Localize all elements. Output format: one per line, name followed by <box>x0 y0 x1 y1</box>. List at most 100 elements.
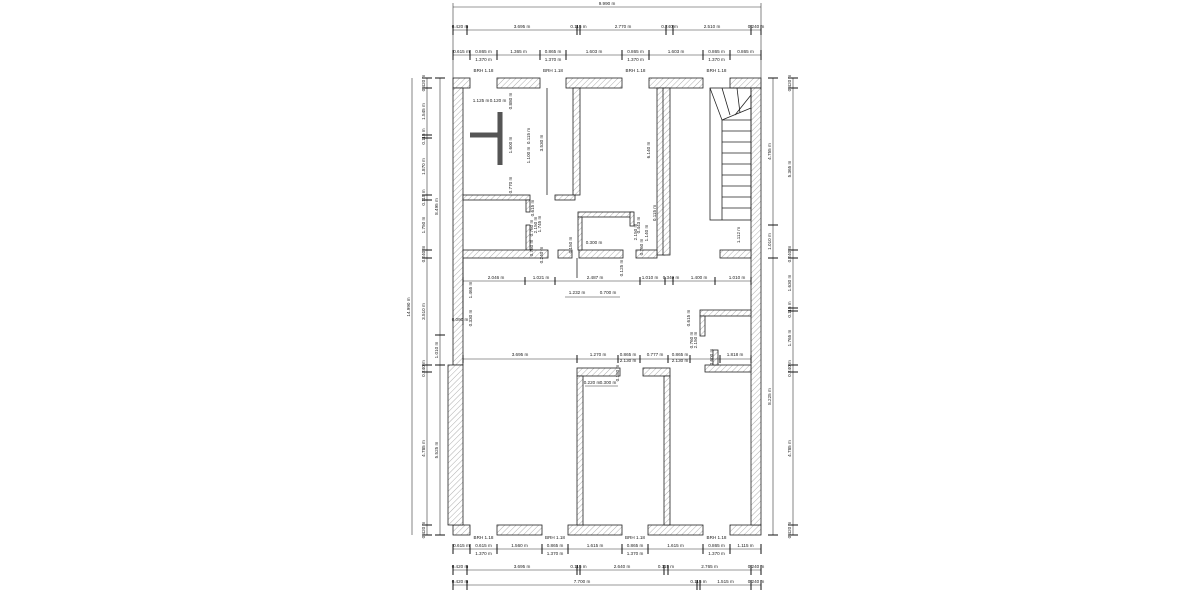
bottom-row1-label: 0.615 m <box>453 543 470 548</box>
interior-dimension-label: 1.010 m <box>642 275 659 280</box>
right-col2-label: 1.765 m <box>787 330 792 347</box>
staircase <box>709 87 752 221</box>
top-row1-label: 2.510 m <box>704 24 721 29</box>
wall <box>565 77 623 89</box>
wall <box>578 249 624 259</box>
bottom-row3-label: 7.700 m <box>574 579 591 584</box>
wall <box>750 87 762 526</box>
overall-width-label: 9.990 m <box>599 1 616 6</box>
sill-height-label: BRH 1.18 <box>543 68 563 73</box>
interior-dimension-label: 3.695 m <box>512 352 529 357</box>
interior-dimension-label: 1.112 m <box>736 227 741 243</box>
left-col2-label: 5.525 m <box>434 442 439 459</box>
interior-dimension-label: 1.818 m <box>727 352 744 357</box>
interior-dimension-label: 2.150 m <box>533 217 538 234</box>
wall <box>557 249 573 259</box>
right-col2-label: 1.630 m <box>787 275 792 292</box>
bottom-row1-label: 0.865 m <box>627 543 644 548</box>
top-row2-label: 0.865 m <box>475 49 492 54</box>
interior-dimension-label: 0.760 m <box>639 239 644 256</box>
wall <box>663 375 671 526</box>
stair-winder <box>734 94 752 116</box>
wall <box>577 216 583 251</box>
interior-dimension-label: 0.115 m <box>526 128 531 144</box>
left-col1-label: 0.420 m <box>421 75 426 92</box>
top-row2-label: 1.603 m <box>586 49 603 54</box>
wall <box>496 77 541 89</box>
bottom-row1-label: 1.560 m <box>511 543 528 548</box>
interior-dimension-label: 1.465 m <box>468 282 473 299</box>
interior-dimension-label: 1.100 m <box>526 147 531 164</box>
right-col2-label: 0.240 m <box>787 360 792 377</box>
bottom-row2-label: 3.695 m <box>514 564 531 569</box>
stair-winder <box>721 87 731 116</box>
interior-dimension-label: 1.270 m <box>590 352 607 357</box>
overall-height-label: 14.990 m <box>406 297 411 316</box>
wall <box>647 524 704 536</box>
interior-dimension-label: 0.300 m <box>586 240 603 245</box>
wall <box>719 249 752 259</box>
interior-dimension-label: 0.777 m <box>647 352 664 357</box>
right-col2-label: 0.420 m <box>787 75 792 92</box>
bottom-row3-label: 0.420 m <box>452 579 469 584</box>
interior-dimension-label: 0.115 m <box>652 205 657 221</box>
right-col1-label: 4.755 m <box>767 143 772 160</box>
interior-dimension-label: 1.232 m <box>569 290 586 295</box>
right-col2-label: 0.240 m <box>787 246 792 263</box>
interior-dimension-label: 1.745 m <box>537 216 542 233</box>
interior-dimension-label: 0.615 m <box>530 200 535 217</box>
wall <box>699 315 706 337</box>
interior-dimension-label: 0.865 m <box>672 352 689 357</box>
sill-height-label: BRH 1.18 <box>626 68 646 73</box>
interior-dimension-label: 0.760 m <box>529 240 534 257</box>
right-col1-label: 1.010 m <box>767 233 772 250</box>
interior-dimension-label: 0.865 m <box>620 352 637 357</box>
left-col1-label: 1.750 m <box>421 217 426 234</box>
interior-dimension-label: 0.220 m <box>584 380 601 385</box>
bottom-row2-label: 0.115 m <box>570 564 586 569</box>
right-col2-label: 0.420 m <box>787 522 792 539</box>
bottom-row1-label: 0.615 m <box>475 543 492 548</box>
stair-winder <box>721 107 752 121</box>
top-row1-label: 0.240 m <box>661 24 678 29</box>
sill-height-label: BRH 1.18 <box>707 68 727 73</box>
interior-dimension-label: 1.125 m <box>473 98 490 103</box>
sill-height-label: BRH 1.18 <box>474 535 494 540</box>
left-col1-label: 3.510 m <box>421 303 426 320</box>
left-col1-label: 4.785 m <box>421 440 426 457</box>
top-row2-label: 1.365 m <box>510 49 527 54</box>
window-height-label: 1.370 m <box>708 551 725 556</box>
top-row1-label: 3.695 m <box>514 24 531 29</box>
window-height-label: 1.370 m <box>475 551 492 556</box>
wall <box>496 524 543 536</box>
interior-dimension-label: 2.130 m <box>620 358 637 363</box>
interior-dimension-label: 0.443 m <box>636 217 641 234</box>
bottom-row1-label: 1.615 m <box>667 543 684 548</box>
interior-dimension-label: 0.700 m <box>600 290 617 295</box>
walls <box>447 77 762 536</box>
right-col2-label: 4.785 m <box>787 440 792 457</box>
bottom-row2-label: 2.640 m <box>614 564 631 569</box>
interior-dimension-label: 2.487 m <box>587 275 604 280</box>
interior-dimension-label: 3.530 m <box>539 135 544 152</box>
interior-dimension-label: 2.150 m <box>633 224 638 241</box>
left-col1-label: 0.420 m <box>421 522 426 539</box>
dimension-lines <box>411 3 798 590</box>
interior-dimension-label: 1.400 m <box>691 275 708 280</box>
interior-dimension-label: 0.880 m <box>508 93 513 110</box>
bottom-row3-label: 0.115 m <box>690 579 706 584</box>
fixed-element <box>498 112 502 165</box>
top-row2-label: 0.865 m <box>708 49 725 54</box>
top-row1-label: 0.420 m <box>452 24 469 29</box>
bottom-row1-label: 0.865 m <box>547 543 564 548</box>
left-col1-label: 0.240 m <box>421 360 426 377</box>
wall <box>635 249 658 259</box>
interior-dimension-label: 1.600 m <box>508 137 513 154</box>
wall <box>462 249 549 259</box>
wall <box>452 77 471 89</box>
wall <box>662 87 671 256</box>
wall <box>729 524 762 536</box>
sill-height-label: BRH 1.18 <box>625 535 645 540</box>
